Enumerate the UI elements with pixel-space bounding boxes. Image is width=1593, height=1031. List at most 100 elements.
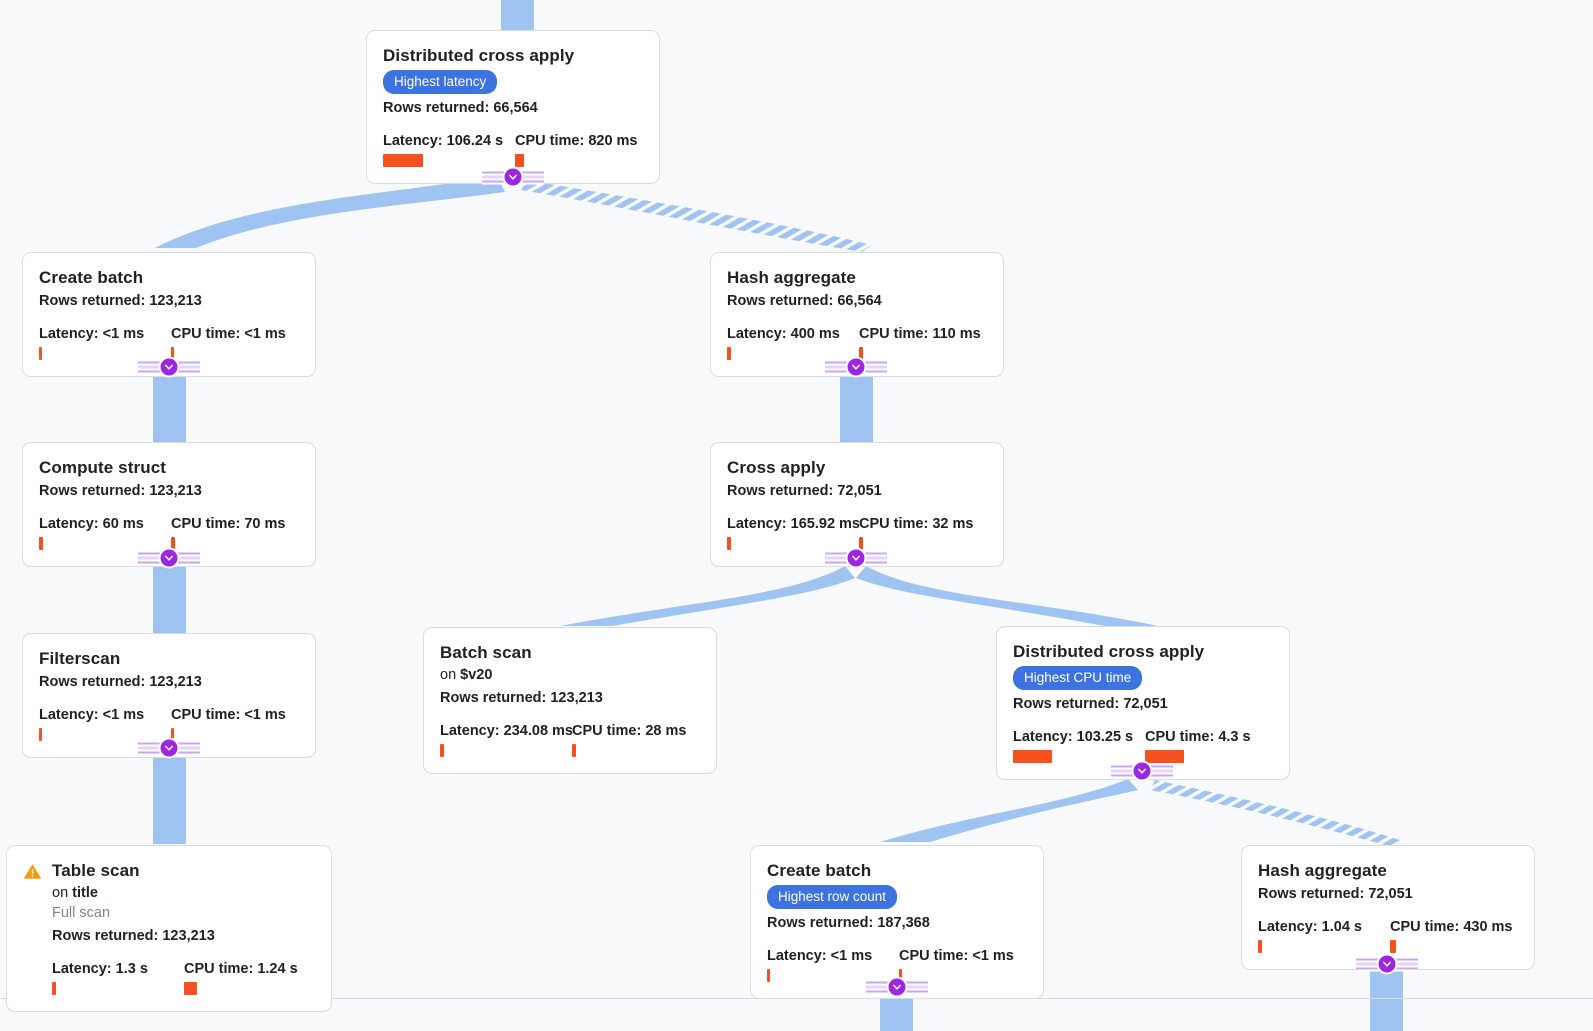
latency-metric: Latency: 103.25 s — [1013, 728, 1145, 763]
metrics-row: Latency: 165.92 ms CPU time: 32 ms — [727, 515, 987, 550]
latency-bar — [440, 744, 444, 757]
plan-node-cross-apply[interactable]: Cross apply Rows returned: 72,051 Latenc… — [710, 442, 1004, 567]
collapse-toggle-create-batch-left[interactable] — [138, 356, 200, 378]
latency-bar — [727, 347, 731, 360]
collapse-toggle-compute-struct[interactable] — [138, 547, 200, 569]
chevron-down-icon[interactable] — [502, 166, 524, 188]
edge-cross-apply-to-distributed-cross-apply — [856, 566, 1158, 626]
collapse-toggle-hash-aggregate-lower[interactable] — [1356, 953, 1418, 975]
collapse-toggle-cross-apply[interactable] — [825, 547, 887, 569]
cpu-bar — [1390, 940, 1396, 953]
node-title: Hash aggregate — [727, 268, 856, 287]
subtitle-prefix: on — [52, 885, 69, 901]
latency-bar — [767, 969, 770, 982]
cpu-label: CPU time: 32 ms — [859, 516, 974, 532]
cpu-metric: CPU time: <1 ms — [899, 947, 1014, 982]
cpu-metric: CPU time: 32 ms — [859, 515, 973, 550]
chevron-down-icon[interactable] — [158, 547, 180, 569]
cpu-label: CPU time: <1 ms — [171, 326, 286, 342]
edge-distributed-to-create-batch — [880, 779, 1138, 842]
latency-metric: Latency: 400 ms — [727, 325, 859, 360]
cpu-metric: CPU time: 1.24 s — [184, 960, 298, 995]
plan-node-distributed-cross-apply-lower[interactable]: Distributed cross apply Highest CPU time… — [996, 626, 1290, 780]
cpu-label: CPU time: 430 ms — [1390, 919, 1513, 935]
cpu-label: CPU time: 820 ms — [515, 133, 638, 149]
rows-returned: Rows returned: 123,213 — [39, 293, 202, 309]
cpu-metric: CPU time: 820 ms — [515, 132, 638, 167]
status-badge-highest-row-count: Highest row count — [767, 885, 898, 909]
metrics-row: Latency: 400 ms CPU time: 110 ms — [727, 325, 987, 360]
chevron-down-icon[interactable] — [1131, 760, 1153, 782]
metrics-row: Latency: 106.24 s CPU time: 820 ms — [383, 132, 643, 167]
latency-label: Latency: <1 ms — [39, 326, 145, 342]
latency-metric: Latency: 234.08 ms — [440, 722, 573, 757]
scan-type-note: Full scan — [52, 905, 111, 921]
cpu-metric: CPU time: 28 ms — [572, 722, 686, 757]
edge-cross-apply-to-batch-scan — [560, 566, 855, 626]
latency-label: Latency: 400 ms — [727, 326, 840, 342]
rows-returned: Rows returned: 72,051 — [727, 483, 882, 499]
chevron-down-icon[interactable] — [886, 976, 908, 998]
plan-node-create-batch-lower[interactable]: Create batch Highest row count Rows retu… — [750, 845, 1044, 999]
node-title: Table scan — [52, 861, 140, 880]
cpu-label: CPU time: <1 ms — [899, 948, 1014, 964]
latency-bar — [1258, 940, 1262, 953]
node-title: Create batch — [767, 861, 872, 880]
cpu-metric: CPU time: 110 ms — [859, 325, 981, 360]
latency-bar — [52, 982, 56, 995]
plan-node-distributed-cross-apply-root[interactable]: Distributed cross apply Highest latency … — [366, 30, 660, 184]
edge-root-to-hash-aggregate-distributed — [521, 180, 872, 252]
rows-returned: Rows returned: 72,051 — [1013, 696, 1168, 712]
metrics-row: Latency: <1 ms CPU time: <1 ms — [39, 325, 299, 360]
latency-bar — [39, 347, 42, 360]
collapse-toggle-filterscan[interactable] — [138, 737, 200, 759]
cpu-bar — [1145, 750, 1184, 763]
cpu-bar — [171, 728, 174, 741]
latency-metric: Latency: 106.24 s — [383, 132, 515, 167]
latency-label: Latency: <1 ms — [767, 948, 873, 964]
collapse-toggle-root[interactable] — [482, 166, 544, 188]
rows-returned: Rows returned: 187,368 — [767, 915, 930, 931]
metrics-row: Latency: <1 ms CPU time: <1 ms — [39, 706, 299, 741]
metrics-row: Latency: 103.25 s CPU time: 4.3 s — [1013, 728, 1273, 763]
latency-bar — [1013, 750, 1052, 763]
node-title: Distributed cross apply — [383, 46, 575, 65]
metrics-row: Latency: 1.04 s CPU time: 430 ms — [1258, 918, 1518, 953]
node-subtitle: on $v20 — [440, 665, 700, 685]
node-subtitle: on title — [52, 883, 315, 903]
latency-metric: Latency: 1.04 s — [1258, 918, 1390, 953]
chevron-down-icon[interactable] — [1376, 953, 1398, 975]
latency-label: Latency: 103.25 s — [1013, 729, 1134, 745]
node-title: Batch scan — [440, 643, 532, 662]
rows-returned: Rows returned: 123,213 — [440, 690, 603, 706]
collapse-toggle-hash-aggregate-upper[interactable] — [825, 356, 887, 378]
metrics-row: Latency: 234.08 ms CPU time: 28 ms — [440, 722, 700, 757]
cpu-bar — [515, 154, 524, 167]
latency-label: Latency: <1 ms — [39, 707, 145, 723]
cpu-bar — [859, 537, 863, 550]
cpu-label: CPU time: 70 ms — [171, 516, 286, 532]
latency-label: Latency: 234.08 ms — [440, 723, 573, 739]
latency-bar — [383, 154, 423, 167]
chevron-down-icon[interactable] — [158, 737, 180, 759]
metrics-row: Latency: <1 ms CPU time: <1 ms — [767, 947, 1027, 982]
subtitle-value: title — [72, 885, 98, 901]
rows-returned: Rows returned: 123,213 — [39, 674, 202, 690]
chevron-down-icon[interactable] — [845, 547, 867, 569]
plan-node-batch-scan[interactable]: Batch scan on $v20 Rows returned: 123,21… — [423, 627, 717, 774]
cpu-metric: CPU time: <1 ms — [171, 706, 286, 741]
collapse-toggle-create-batch-lower[interactable] — [866, 976, 928, 998]
plan-node-hash-aggregate-upper[interactable]: Hash aggregate Rows returned: 66,564 Lat… — [710, 252, 1004, 377]
chevron-down-icon[interactable] — [845, 356, 867, 378]
latency-bar — [39, 728, 42, 741]
latency-bar — [39, 537, 43, 550]
cpu-bar — [171, 347, 174, 360]
node-title: Filterscan — [39, 649, 121, 668]
plan-node-compute-struct[interactable]: Compute struct Rows returned: 123,213 La… — [22, 442, 316, 567]
rows-returned: Rows returned: 123,213 — [39, 483, 202, 499]
collapse-toggle-distributed-cross-apply-lower[interactable] — [1111, 760, 1173, 782]
chevron-down-icon[interactable] — [158, 356, 180, 378]
plan-node-hash-aggregate-lower[interactable]: Hash aggregate Rows returned: 72,051 Lat… — [1241, 845, 1535, 970]
plan-node-filterscan[interactable]: Filterscan Rows returned: 123,213 Latenc… — [22, 633, 316, 758]
plan-node-table-scan[interactable]: Table scan on title Full scan Rows retur… — [6, 845, 332, 1012]
